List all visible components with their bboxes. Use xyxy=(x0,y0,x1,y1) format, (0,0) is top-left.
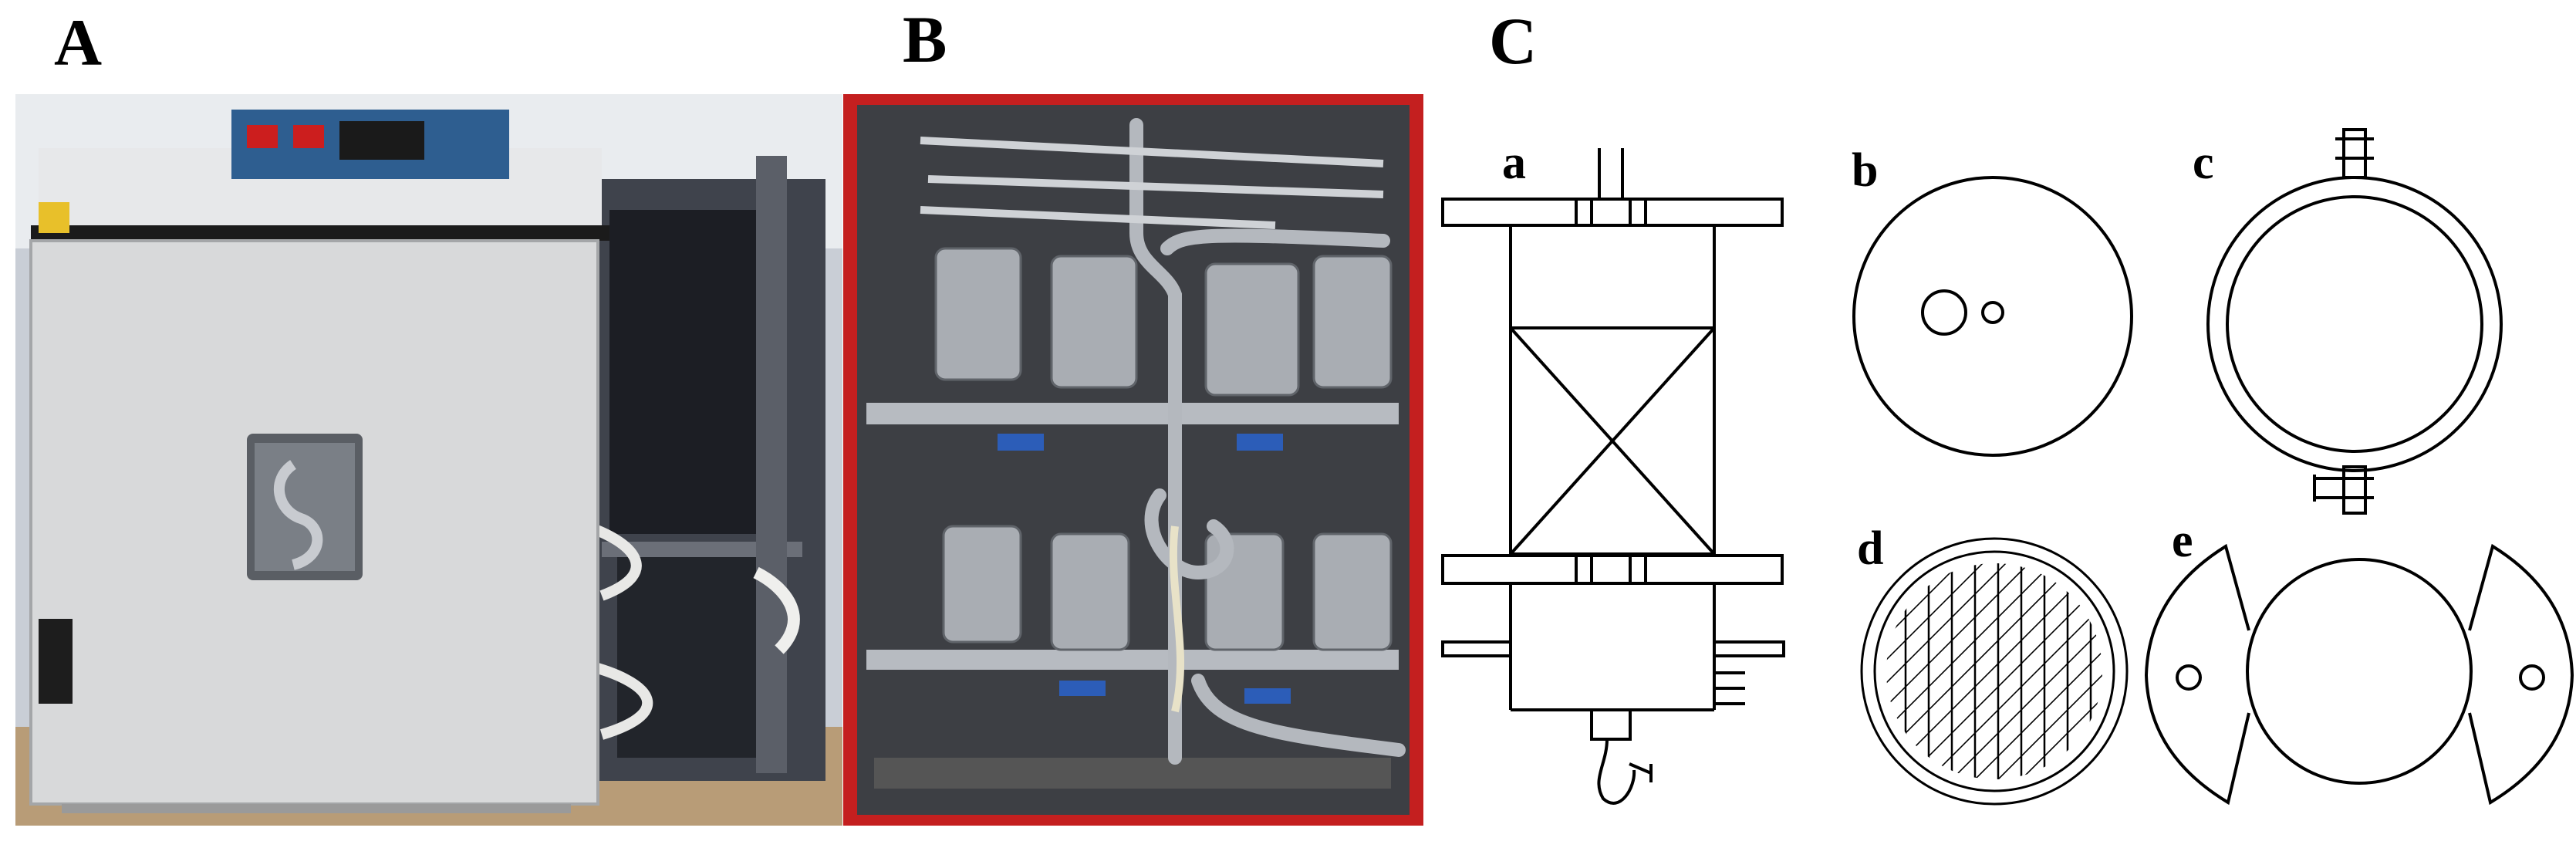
mounting-bracket-drawing xyxy=(2144,543,2574,806)
subpanel-label-a: a xyxy=(1502,137,1526,189)
photo-oven-exterior xyxy=(15,94,842,826)
clamp-ring-drawing xyxy=(2206,128,2503,515)
reactor-section-drawing xyxy=(1441,148,1785,805)
subpanel-label-b: b xyxy=(1852,144,1879,197)
top-plate-drawing xyxy=(1852,176,2133,457)
subpanel-label-d: d xyxy=(1857,522,1884,575)
panel-label-a: A xyxy=(54,5,103,79)
subpanel-label-c: c xyxy=(2193,137,2214,189)
panel-label-c: C xyxy=(1489,4,1538,78)
subpanel-label-e: e xyxy=(2172,515,2193,567)
panel-label-b: B xyxy=(903,2,947,76)
sieve-plate-drawing xyxy=(1860,537,2129,806)
photo-chamber-interior xyxy=(843,94,1423,826)
